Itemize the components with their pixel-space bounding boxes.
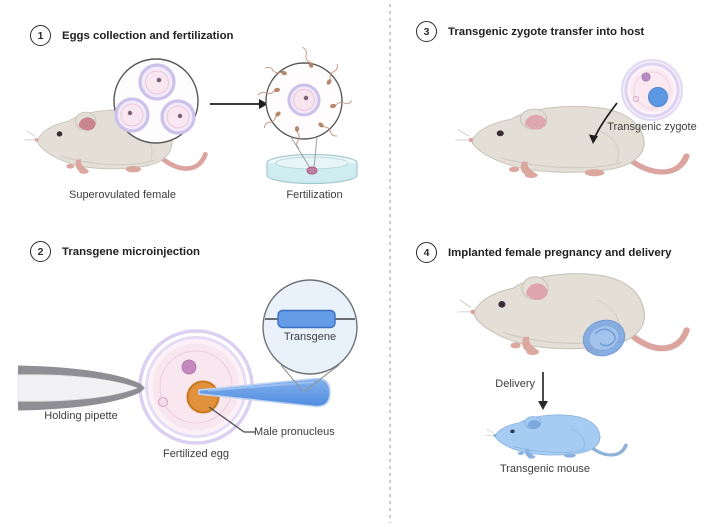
step1-number-badge: 1 xyxy=(30,25,51,46)
sperm-entry-mark xyxy=(633,96,639,102)
sperm-icon xyxy=(263,111,281,129)
transgenic-mouse xyxy=(483,412,628,461)
arrow-right-icon xyxy=(210,99,268,109)
transgene-magnifier-circle xyxy=(262,279,358,375)
panel1-artwork xyxy=(0,46,358,185)
curved-arrow-icon xyxy=(589,102,618,144)
egg-cell xyxy=(160,99,196,135)
label-transgene: Transgene xyxy=(283,331,337,343)
sperm-icon xyxy=(257,87,280,96)
label-male-pronucleus: Male pronucleus xyxy=(254,426,335,438)
step4-header: 4 Implanted female pregnancy and deliver… xyxy=(416,242,671,263)
step1-title: Eggs collection and fertilization xyxy=(62,29,234,42)
label-fertilization: Fertilization xyxy=(286,189,343,201)
step3-title: Transgenic zygote transfer into host xyxy=(448,25,645,38)
pronucleus-pointer-line xyxy=(208,406,256,433)
arrow-down-icon xyxy=(538,372,548,410)
fertilization-magnifier-circle xyxy=(257,46,353,149)
embryo-in-womb xyxy=(582,319,626,357)
step4-title: Implanted female pregnancy and delivery xyxy=(448,246,672,259)
sperm-entry-mark xyxy=(157,396,169,408)
label-transgenic-mouse: Transgenic mouse xyxy=(499,463,591,475)
male-pronucleus xyxy=(186,380,220,414)
label-transgenic-zygote: Transgenic zygote xyxy=(607,121,697,133)
step2-title: Transgene microinjection xyxy=(62,245,200,258)
step3-number-badge: 3 xyxy=(416,21,437,42)
label-holding-pipette: Holding pipette xyxy=(44,410,118,422)
sperm-icon xyxy=(264,66,287,76)
magnifier-cone xyxy=(280,364,340,392)
egg-mass-in-dish xyxy=(306,166,318,175)
pregnant-female-mouse xyxy=(457,274,686,355)
step1-header: 1 Eggs collection and fertilization xyxy=(30,25,234,46)
step2-number-badge: 2 xyxy=(30,241,51,262)
label-delivery: Delivery xyxy=(495,378,535,390)
transgene-construct xyxy=(277,309,336,329)
sperm-icon xyxy=(294,126,300,149)
magnifier-cone xyxy=(290,136,318,169)
zygote-nucleus xyxy=(648,87,668,107)
panel2-artwork xyxy=(17,279,358,445)
polar-body xyxy=(181,359,197,375)
sperm-icon xyxy=(330,100,353,109)
label-fertilized-egg: Fertilized egg xyxy=(162,448,230,460)
step4-number-badge: 4 xyxy=(416,242,437,263)
egg-cell xyxy=(114,97,150,133)
step2-header: 2 Transgene microinjection xyxy=(30,241,200,262)
sperm-icon xyxy=(326,63,338,85)
panel3-artwork xyxy=(390,59,720,230)
sperm-icon xyxy=(318,122,338,137)
polar-body xyxy=(641,72,651,82)
panel4-artwork xyxy=(390,230,720,461)
egg-cell xyxy=(138,63,176,101)
transgenic-zygote-cell xyxy=(621,59,683,121)
sperm-icon xyxy=(302,46,314,68)
holding-pipette xyxy=(17,365,145,411)
eggs-magnifier-circle xyxy=(113,58,199,144)
label-superovulated-female: Superovulated female xyxy=(68,189,176,201)
step3-header: 3 Transgenic zygote transfer into host xyxy=(416,21,644,42)
center-divider xyxy=(389,4,391,523)
